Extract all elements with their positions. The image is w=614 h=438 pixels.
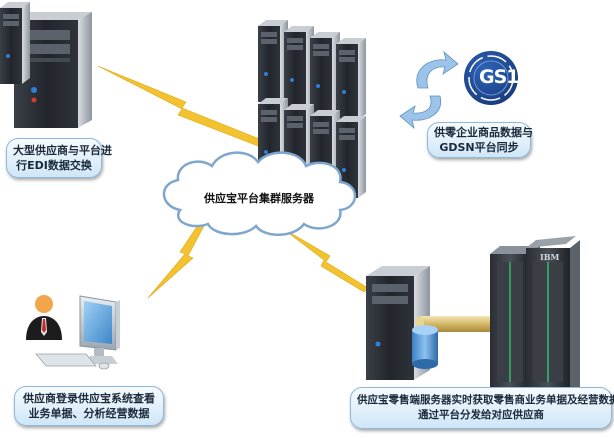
platform-cloud [162,151,357,236]
gdsn-label: 供零企业商品数据与 GDSN平台同步 [427,122,533,158]
gdsn-label-line-1: 供零企业商品数据与 [434,126,533,139]
ibm-mainframe-icon [490,236,580,398]
gdsn-label-line-2: GDSN平台同步 [439,141,519,154]
server-cluster-icon [0,2,366,198]
retail-label-line-2: 通过平台分发给对应供应商 [418,409,544,421]
edi-label: 大型供应商与平台进 行EDI数据交换 [6,138,112,178]
edi-label-line-1: 大型供应商与平台进 [13,144,112,157]
lightning-supplier-link [147,221,206,299]
gs1-logo [464,51,518,105]
retail-label: 供应宝零售端服务器实时获取零售商业务单据及经营数据， 通过平台分发给对应供应商 [350,387,614,429]
lightning-links [97,65,369,299]
cloud-label: 供应宝平台集群服务器 [204,192,314,205]
retail-label-line-1: 供应宝零售端服务器实时获取零售商业务单据及经营数据， [357,394,614,406]
lightning-retail-link [281,227,369,293]
supplier-label: 供应商登录供应宝系统查看 业务单据、分析经营数据 [14,386,164,426]
supplier-label-line-2: 业务单据、分析经营数据 [28,407,150,420]
edi-label-line-2: 行EDI数据交换 [16,159,92,172]
lightning-edi-link [97,65,263,147]
computer-monitor-icon [35,295,120,370]
supplier-user-icon [26,295,62,340]
gs1-logo-text: GS1 [479,66,519,88]
supplier-label-line-1: 供应商登录供应宝系统查看 [23,392,155,405]
ibm-logo-text: IBM [540,252,560,262]
database-icon [412,325,438,369]
sync-arrows-icon [399,50,459,130]
